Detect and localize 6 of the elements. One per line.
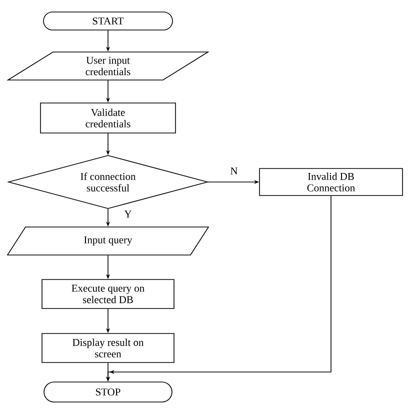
edge-label: Y: [123, 210, 133, 218]
process-box: Validate credentials: [40, 102, 176, 134]
process-box: Execute query on selected DB: [42, 279, 174, 309]
process-box: Invalid DB Connection: [259, 168, 403, 196]
edge-label: N: [229, 166, 239, 176]
process-box: Display result on screen: [42, 333, 174, 363]
